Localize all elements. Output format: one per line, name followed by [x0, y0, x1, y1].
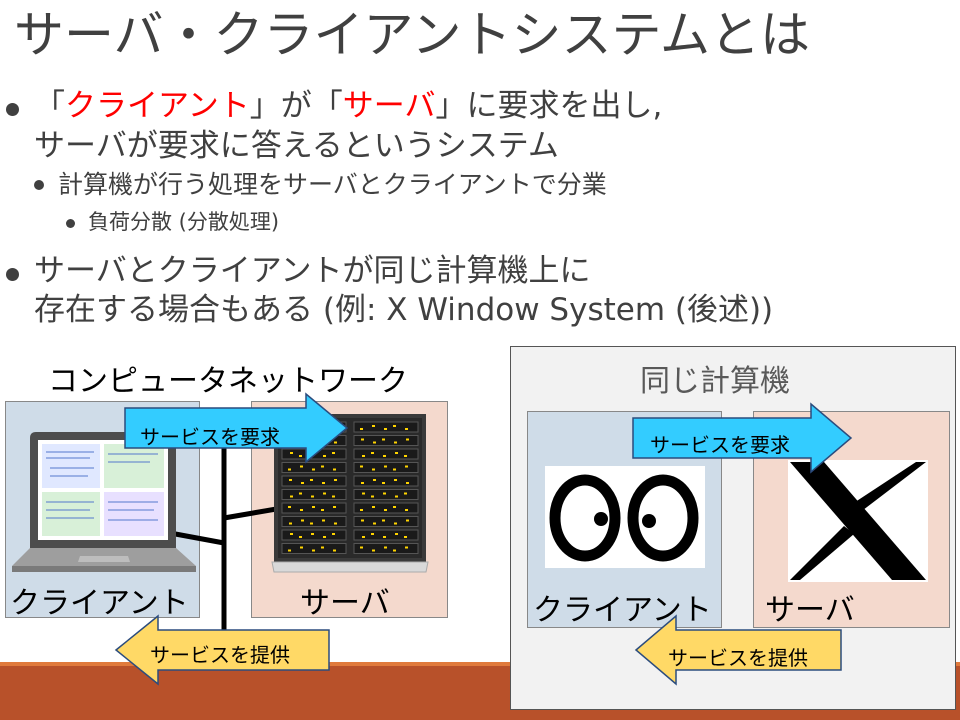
- bracket-mid: 」が「: [249, 88, 343, 124]
- bracket-close: 」に要求を出し,: [435, 88, 663, 124]
- client-highlight: クライアント: [65, 88, 250, 124]
- bullet-2-line-2: 存在する場合もある (例: X Window System (後述)): [34, 292, 774, 328]
- same-computer-title: 同じ計算機: [640, 364, 790, 399]
- client-label-2: クライアント: [533, 593, 712, 628]
- laptop-icon: [12, 432, 196, 572]
- provide-arrow: [114, 614, 330, 686]
- page-title: サーバ・クライアントシステムとは: [14, 6, 810, 64]
- footer-line: [0, 662, 960, 666]
- client-label: クライアント: [10, 586, 189, 621]
- request-arrow-2: [632, 402, 853, 474]
- provide-label: サービスを提供: [150, 643, 290, 667]
- subsub-bullet-text: 負荷分散 (分散処理): [88, 210, 280, 234]
- sub-bullet-dot: [34, 180, 44, 190]
- provide-label-2: サービスを提供: [668, 646, 808, 670]
- request-arrow: [124, 392, 349, 464]
- x-logo-icon: [788, 460, 928, 582]
- bullet-1-line-1: 「クライアント」が「サーバ」に要求を出し,: [34, 86, 662, 126]
- sub-bullet-text: 計算機が行う処理をサーバとクライアントで分業: [58, 170, 607, 199]
- provide-arrow-2: [634, 614, 842, 686]
- subsub-bullet-dot: [66, 219, 75, 228]
- server-highlight: サーバ: [342, 88, 436, 124]
- network-label: コンピュータネットワーク: [48, 364, 408, 399]
- bullet-1-line-2: サーバが要求に答えるというシステム: [34, 128, 559, 164]
- bullet-dot: [6, 268, 19, 281]
- bracket-open: 「: [34, 88, 65, 124]
- bullet-2-line-1: サーバとクライアントが同じ計算機上に: [34, 253, 591, 289]
- server-label: サーバ: [300, 586, 390, 621]
- bullet-dot: [6, 103, 19, 116]
- xeyes-icon: [545, 466, 705, 568]
- request-label: サービスを要求: [140, 425, 280, 449]
- request-label-2: サービスを要求: [650, 433, 790, 457]
- server-label-2: サーバ: [765, 593, 855, 628]
